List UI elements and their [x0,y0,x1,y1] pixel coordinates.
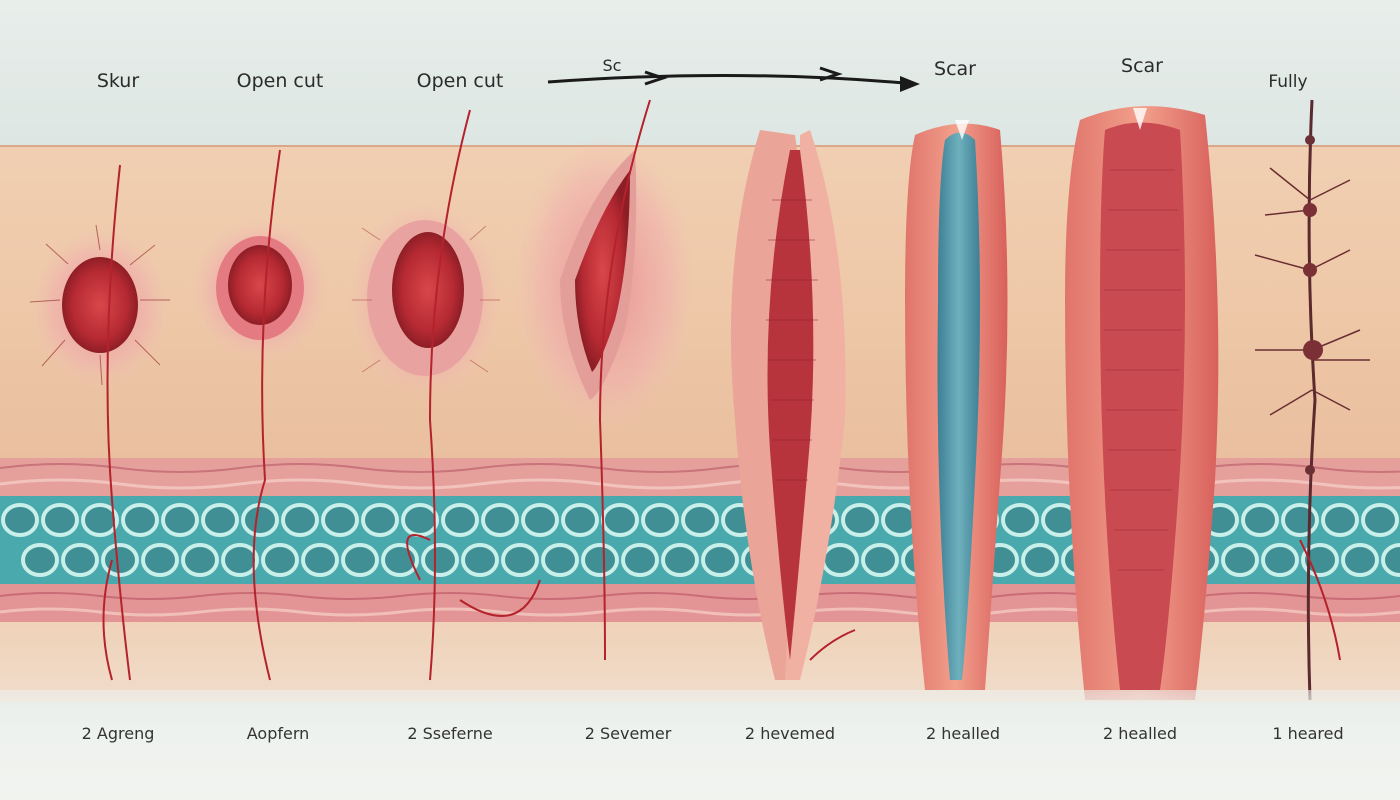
cell [341,543,379,577]
cell [521,503,559,537]
cell [261,543,299,577]
stage-5-bottom-label: 2 hevemed [744,724,836,743]
cell [401,503,439,537]
stage-6-top-label: Scar [934,58,976,80]
cell [441,503,479,537]
cell [861,543,899,577]
cell [541,543,579,577]
cell [841,503,879,537]
cell [281,503,319,537]
cell [1381,543,1400,577]
stage-3-top-label: Open cut [416,70,504,92]
cell [181,543,219,577]
cell [1361,503,1399,537]
cell [1281,503,1319,537]
stage-2-wound [190,218,330,362]
cell [1321,503,1359,537]
cell [141,543,179,577]
stage-3-bottom-label: 2 Sseferne [407,724,493,743]
stage-7-top-label: Scar [1121,55,1163,77]
stage-2-bottom-label: Aopfern [246,724,310,743]
cell [361,503,399,537]
stage-3-wound [347,200,503,400]
cell [1261,543,1299,577]
cell [821,543,859,577]
stage-4-bottom-label: 2 Sevemer [584,724,672,743]
cell [501,543,539,577]
stage-8-bottom-label: 1 heared [1272,724,1344,743]
cell [701,543,739,577]
cell [1341,543,1379,577]
cell [621,543,659,577]
cell [1,503,39,537]
progression-arrow [547,66,920,92]
stage-7-bottom-label: 2 healled [1103,724,1177,743]
stage-2-top-label: Open cut [236,70,324,92]
cell [581,543,619,577]
cell [461,543,499,577]
cell [161,503,199,537]
stage-7-scar [1065,106,1219,701]
cell [221,543,259,577]
stage-4-wound [513,135,697,435]
cell [61,543,99,577]
cell [1241,503,1279,537]
cell [101,543,139,577]
stage-1-wound [29,224,170,388]
cell [81,503,119,537]
stage-8-healed-line [1254,99,1370,701]
cell [1021,543,1059,577]
bottom-background [0,690,1400,800]
cell [241,503,279,537]
cell [601,503,639,537]
cell [561,503,599,537]
stage-6-bottom-label: 2 healled [926,724,1000,743]
cell [41,503,79,537]
cell [1301,543,1339,577]
cell [641,503,679,537]
cell [661,543,699,577]
cell [1221,543,1259,577]
cell [1001,503,1039,537]
cell [21,543,59,577]
stage-8-top-label: Fully [1268,72,1308,92]
cell [681,503,719,537]
stage-6-scar [905,120,1008,691]
cell [121,503,159,537]
cell [201,503,239,537]
stage-5-wound [730,130,846,680]
stage-1-bottom-label: 2 Agreng [81,724,155,743]
arrow-label: Sc [602,56,622,75]
cell [321,503,359,537]
cell [481,503,519,537]
cell [301,543,339,577]
cell [421,543,459,577]
blood-vessels [102,99,1341,681]
stage-1-top-label: Skur [96,70,140,92]
